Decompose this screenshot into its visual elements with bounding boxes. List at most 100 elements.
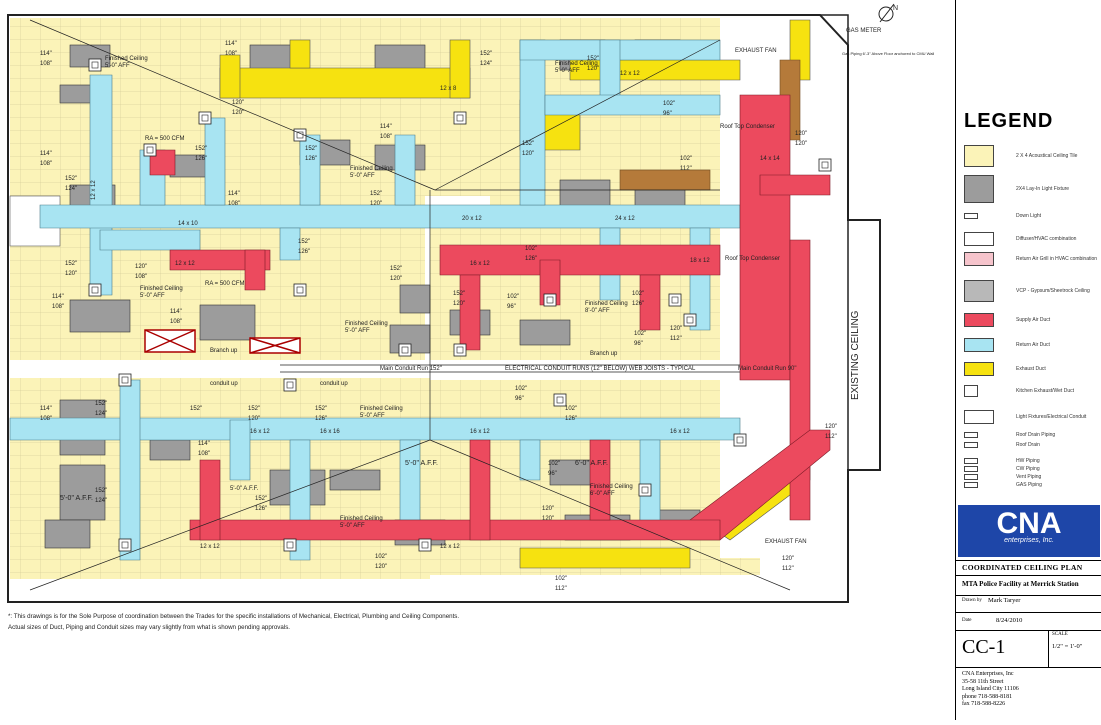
legend-label: Roof Drain Piping bbox=[1016, 432, 1056, 438]
conduit-up-label: conduit up bbox=[210, 381, 238, 387]
size-label: 126" bbox=[195, 156, 207, 162]
drawn-by-label: Drawn by bbox=[962, 598, 982, 603]
size-label: 96" bbox=[663, 111, 672, 117]
light-fixture bbox=[519, 319, 571, 346]
main-conduit-90-label: Main Conduit Run 90" bbox=[738, 366, 797, 372]
legend-swatch bbox=[964, 482, 978, 488]
size-label: 108" bbox=[40, 161, 52, 167]
legend-swatch bbox=[964, 175, 994, 203]
legend-label: Vent Piping bbox=[1016, 474, 1042, 480]
diffusers bbox=[88, 58, 832, 552]
size-label: 114" bbox=[225, 41, 237, 47]
address-line: fax 718-588-8226 bbox=[962, 701, 1006, 707]
duct-size-label: 24 x 12 bbox=[615, 216, 635, 222]
gas-note-label: Gas Piping 6'-3" Above Floor anchored to… bbox=[842, 51, 934, 56]
size-label: 112" bbox=[825, 434, 837, 440]
size-label: 120" bbox=[370, 201, 382, 207]
duct-size-label: 16 x 12 bbox=[250, 429, 270, 435]
electrical-conduit-runs bbox=[29, 19, 791, 591]
diffuser bbox=[143, 143, 157, 157]
company-logo-block: CNA enterprises, Inc. bbox=[958, 505, 1100, 557]
size-label: 102" bbox=[565, 406, 577, 412]
diffuser bbox=[118, 373, 132, 387]
size-label: 108" bbox=[225, 51, 237, 57]
supply-air-ducts bbox=[149, 94, 831, 541]
size-label: 152" bbox=[453, 291, 465, 297]
size-label: 126" bbox=[632, 301, 644, 307]
size-label: 124" bbox=[65, 186, 77, 192]
diffuser-inner bbox=[286, 381, 294, 389]
size-label: 102" bbox=[375, 554, 387, 560]
size-label: 120" bbox=[453, 301, 465, 307]
size-label: 152" bbox=[65, 261, 77, 267]
size-label: 108" bbox=[170, 319, 182, 325]
size-label: 152" bbox=[305, 146, 317, 152]
exhaust-fan-label: EXHAUST FAN bbox=[735, 48, 777, 54]
disclaimer-note: *: This drawings is for the Sole Purpose… bbox=[8, 613, 459, 620]
diffuser bbox=[283, 538, 297, 552]
main-conduit-label: Main Conduit Run 152" bbox=[380, 366, 442, 372]
diffuser-inner bbox=[821, 161, 829, 169]
size-label: 96" bbox=[634, 341, 643, 347]
diffuser-inner bbox=[456, 346, 464, 354]
diffuser bbox=[398, 343, 412, 357]
sheet-number: CC-1 bbox=[962, 636, 1006, 658]
size-label: 108" bbox=[40, 416, 52, 422]
size-label: 120" bbox=[65, 271, 77, 277]
size-label: 114" bbox=[52, 294, 64, 300]
legend-label: 2X4 Lay-In Light Fixture bbox=[1016, 186, 1070, 192]
diffuser-inner bbox=[556, 396, 564, 404]
diffuser-inner bbox=[456, 114, 464, 122]
legend-label: HW Piping bbox=[1016, 458, 1040, 464]
diffuser bbox=[293, 283, 307, 297]
legend-label: 2 X 4 Acoustical Ceiling Tile bbox=[1016, 153, 1078, 159]
diffuser bbox=[418, 538, 432, 552]
diffuser bbox=[453, 343, 467, 357]
legend-swatch bbox=[964, 232, 994, 246]
duct-size-label: 20 x 12 bbox=[462, 216, 482, 222]
drawn-by-value: Mark Taryer bbox=[988, 597, 1021, 604]
company-logo: CNA bbox=[996, 507, 1062, 540]
size-label: 102" bbox=[663, 101, 675, 107]
diffuser-inner bbox=[91, 286, 99, 294]
size-label: 96" bbox=[515, 396, 524, 402]
diffuser-inner bbox=[686, 316, 694, 324]
legend-swatch bbox=[964, 280, 994, 302]
branch-up-label: Branch up bbox=[590, 351, 618, 357]
size-label: 108" bbox=[40, 61, 52, 67]
diffuser-inner bbox=[286, 541, 294, 549]
legend-swatch bbox=[964, 338, 994, 352]
return-air-cfm-label: RA = 500 CFM bbox=[205, 281, 245, 287]
size-label: 126" bbox=[565, 416, 577, 422]
size-label: 96" bbox=[507, 304, 516, 310]
scale-label: SCALE bbox=[1052, 632, 1068, 637]
size-label: 108" bbox=[228, 201, 240, 207]
disclaimer-note: Actual sizes of Duct, Piping and Conduit… bbox=[8, 624, 290, 631]
aff-label: 5'-0" A.F.F. bbox=[230, 486, 259, 492]
address-line: phone 718-588-8181 bbox=[962, 693, 1013, 700]
scale-value: 1/2" = 1'-0" bbox=[1052, 643, 1083, 650]
drawing-title: COORDINATED CEILING PLAN bbox=[962, 563, 1083, 572]
legend-label: Return Air Duct bbox=[1016, 342, 1050, 348]
legend-label: CW Piping bbox=[1016, 466, 1040, 472]
size-label: 152" bbox=[95, 488, 107, 494]
size-label: 152" bbox=[522, 141, 534, 147]
diffuser bbox=[668, 293, 682, 307]
size-label: 108" bbox=[52, 304, 64, 310]
diffuser bbox=[453, 111, 467, 125]
size-label: 152" bbox=[190, 406, 202, 412]
size-label: 120" bbox=[522, 151, 534, 157]
diffuser bbox=[283, 378, 297, 392]
electrical-conduit-label: ELECTRICAL CONDUIT RUNS (12" BELOW) WEB … bbox=[505, 366, 696, 372]
legend-swatch bbox=[964, 442, 978, 448]
light-fixture bbox=[69, 299, 131, 333]
return-air-cfm-label: RA = 500 CFM bbox=[145, 136, 185, 142]
diffuser bbox=[118, 538, 132, 552]
